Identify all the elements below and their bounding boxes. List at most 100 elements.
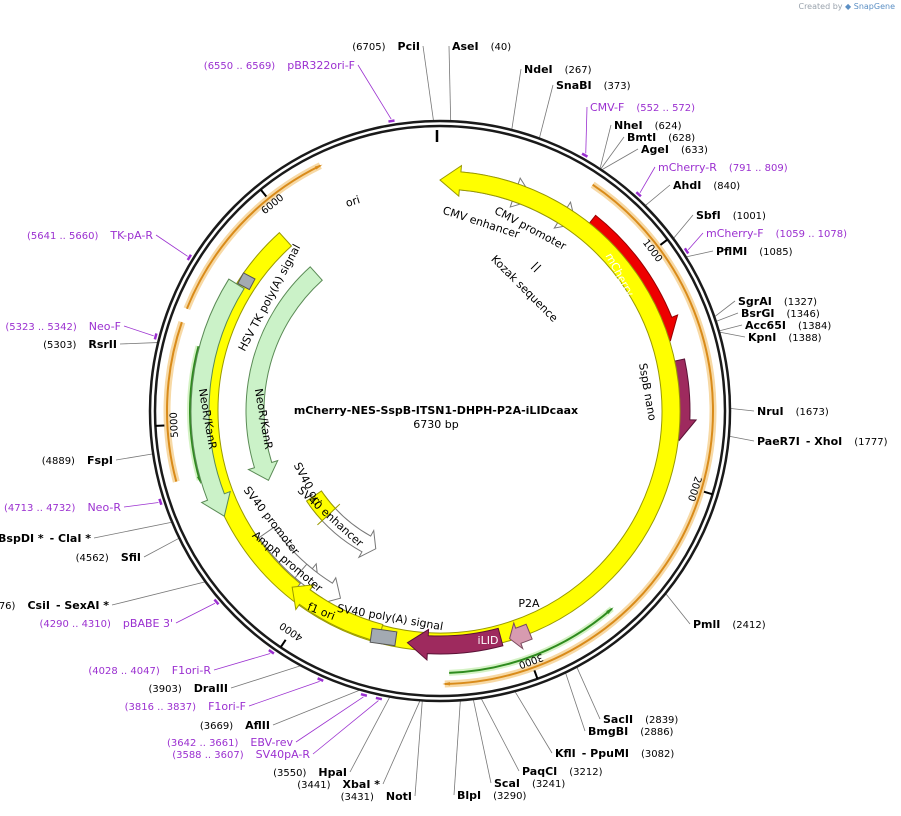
restriction-site[interactable]: NheI(624) [614, 119, 682, 132]
primer-binding-site[interactable]: (5641 .. 5660)TK-pA-R [27, 229, 153, 242]
site-leader [453, 701, 461, 796]
restriction-site[interactable]: KpnI(1388) [748, 331, 822, 344]
restriction-site[interactable]: BsrGI (1346) [741, 307, 820, 320]
orf-small-arc [166, 321, 183, 482]
site-position: (5303) [43, 340, 76, 351]
site-name: AgeI [641, 143, 669, 156]
site-extra: - SexAI * [56, 599, 109, 612]
site-name: HpaI [318, 766, 347, 779]
site-leader [730, 408, 755, 412]
primer-mark [158, 498, 163, 506]
primer-binding-site[interactable]: (3588 .. 3607)SV40pA-R [172, 748, 310, 761]
restriction-site[interactable]: (6705)PciI [352, 40, 420, 53]
sv40-polya-box[interactable] [369, 627, 398, 647]
site-leader [714, 300, 736, 317]
primer-labels: (6550 .. 6569)pBR322ori-F CMV-F(552 .. 57… [4, 59, 847, 761]
kozak-mark-2 [533, 264, 542, 273]
neor-kanr-inner-arrow[interactable] [245, 266, 323, 481]
primer-name: EBV-rev [250, 736, 293, 749]
feature-label: iLID [478, 634, 499, 647]
site-name: PmlI [693, 618, 720, 631]
primer-binding-site[interactable]: (3642 .. 3661)EBV-rev [167, 736, 293, 749]
restriction-site[interactable]: ScaI (3241) [494, 777, 565, 790]
primer-binding-site[interactable]: (5323 .. 5342)Neo-F [5, 320, 121, 333]
site-name: ScaI [494, 777, 520, 790]
primer-mark [360, 692, 368, 697]
restriction-site[interactable]: AseI(40) [452, 40, 511, 53]
primer-binding-site[interactable]: (4713 .. 4732)Neo-R [4, 501, 121, 514]
site-leader [673, 214, 694, 239]
site-name: BlpI [457, 789, 481, 802]
restriction-site[interactable]: (5303)RsrII [43, 338, 117, 351]
restriction-site[interactable]: (4376)CsiI- SexAI * [0, 599, 109, 612]
site-name: NdeI [524, 63, 553, 76]
restriction-site[interactable]: (3550)HpaI [273, 766, 347, 779]
site-leader [111, 581, 205, 606]
site-extra: - PpuMI [582, 747, 629, 760]
primer-range: (1059 .. 1078) [776, 229, 848, 240]
site-name: CsiI [27, 599, 49, 612]
site-position: (1346) [786, 309, 819, 320]
restriction-site[interactable]: Acc65I(1384) [745, 319, 831, 332]
site-leader [665, 593, 691, 625]
restriction-site[interactable]: PflMI(1085) [716, 245, 793, 258]
site-name: AflII [245, 719, 270, 732]
site-leader [481, 698, 520, 772]
primer-range: (5323 .. 5342) [5, 322, 77, 333]
restriction-site[interactable]: SnaBI(373) [556, 79, 631, 92]
snapgene-credit: Created by ◆ SnapGene [798, 2, 895, 11]
site-name: PflMI [716, 245, 747, 258]
feature-label: SV40 enhancer [295, 484, 366, 550]
restriction-site[interactable]: SbfI(1001) [696, 209, 766, 222]
restriction-site[interactable]: (4562)SfiI [76, 551, 141, 564]
hsv-tk-polya-box[interactable] [237, 272, 256, 291]
restriction-site[interactable]: (4889)FspI [42, 454, 113, 467]
primer-binding-site[interactable]: (6550 .. 6569)pBR322ori-F [204, 59, 355, 72]
site-position: (3669) [200, 721, 233, 732]
restriction-site[interactable]: NruI(1673) [757, 405, 829, 418]
restriction-site[interactable]: SacII(2839) [603, 713, 678, 726]
tick-1000 [659, 238, 669, 246]
ilid-feature-arrow[interactable] [406, 627, 504, 662]
restriction-site[interactable]: BlpI(3290) [457, 789, 526, 802]
site-position: (3241) [532, 779, 565, 790]
restriction-site[interactable]: (3431)NotI [341, 790, 412, 803]
tick-label: 4000 [278, 619, 305, 642]
site-name: BmtI [627, 131, 656, 144]
neor-kanr-outer-arrow[interactable] [190, 278, 245, 517]
primer-binding-site[interactable]: CMV-F(552 .. 572) [590, 101, 695, 114]
site-name: BsrGI [741, 307, 774, 320]
restriction-site[interactable]: (4627)BspDI *- ClaI * [0, 532, 91, 545]
site-position: (2839) [645, 715, 678, 726]
primer-binding-site[interactable]: (4290 .. 4310)pBABE 3' [40, 617, 174, 630]
restriction-site[interactable]: (3903)DraIII [148, 682, 228, 695]
site-position: (1673) [796, 407, 829, 418]
restriction-site[interactable]: PaqCI(3212) [522, 765, 603, 778]
primer-binding-site[interactable]: mCherry-R(791 .. 809) [658, 161, 788, 174]
restriction-site[interactable]: SgrAI(1327) [738, 295, 817, 308]
restriction-site[interactable]: NdeI(267) [524, 63, 592, 76]
primer-binding-site[interactable]: (4028 .. 4047)F1ori-R [88, 664, 211, 677]
site-leader [686, 250, 714, 258]
restriction-site[interactable]: KflI- PpuMI(3082) [555, 747, 674, 760]
sv40-ori-box[interactable] [305, 490, 341, 526]
site-position: (3212) [569, 767, 602, 778]
site-name: SbfI [696, 209, 721, 222]
p2a-feature-arrow[interactable] [509, 621, 533, 651]
primer-mark [268, 649, 275, 655]
restriction-site[interactable]: PaeR7I- XhoI(1777) [757, 435, 888, 448]
restriction-site[interactable]: (3669) AflII [200, 719, 270, 732]
primer-leader [155, 234, 188, 257]
primer-binding-site[interactable]: (3816 .. 3837)F1ori-F [125, 700, 246, 713]
restriction-site[interactable]: (3441)XbaI * [297, 778, 380, 791]
restriction-site[interactable]: AgeI(633) [641, 143, 708, 156]
restriction-site[interactable]: AhdI(840) [673, 179, 740, 192]
primer-binding-site[interactable]: mCherry-F(1059 .. 1078) [706, 227, 847, 240]
primer-range: (6550 .. 6569) [204, 61, 276, 72]
primer-range: (552 .. 572) [636, 103, 695, 114]
restriction-site[interactable]: BmgBI(2886) [588, 725, 674, 738]
restriction-site[interactable]: BmtI(628) [627, 131, 695, 144]
primer-mark [186, 254, 193, 261]
restriction-site[interactable]: PmlI(2412) [693, 618, 766, 631]
f1-ori-feature-arrow[interactable] [291, 584, 384, 643]
